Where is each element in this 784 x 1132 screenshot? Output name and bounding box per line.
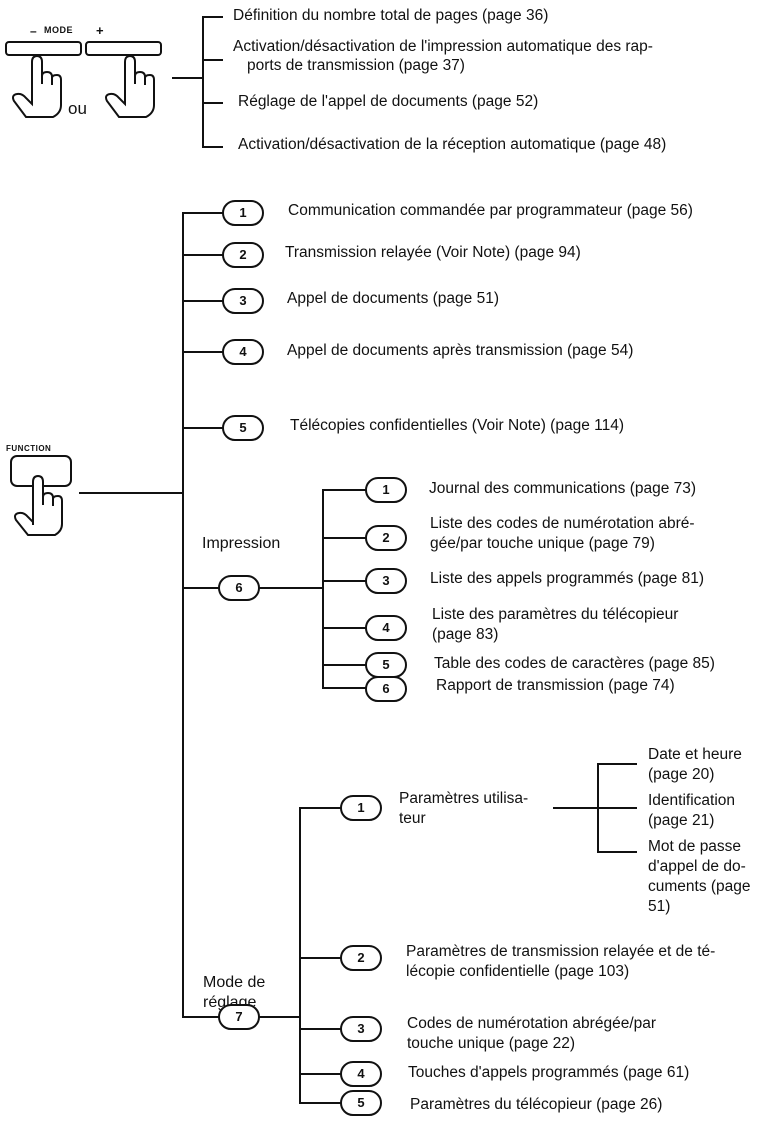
function-item-confidential-fax: Télécopies confidentielles (Voir Note) (…	[290, 416, 624, 436]
function-key-illustration	[11, 456, 71, 535]
user-param-password-line3: cuments (page	[648, 877, 751, 897]
function-number-4: 4	[222, 339, 264, 365]
function-item-polling-after-tx: Appel de documents après transmission (p…	[287, 341, 633, 361]
mode-item-auto-reception: Activation/désactivation de la réception…	[238, 135, 666, 155]
function-number-2: 2	[222, 242, 264, 268]
mode-item-polling-setting: Réglage de l'appel de documents (page 52…	[238, 92, 538, 112]
function-item-timer-communication: Communication commandée par programmateu…	[288, 201, 693, 221]
mode-plus-label: +	[96, 23, 104, 38]
reglage-number-3: 3	[340, 1016, 382, 1042]
reglage-number-4: 4	[340, 1061, 382, 1087]
user-param-identification-line1: Identification	[648, 791, 735, 811]
impression-item-speed-dial-list-line1: Liste des codes de numérotation abré-	[430, 514, 695, 534]
impression-number-4: 4	[365, 615, 407, 641]
reglage-item-relay-params-line2: lécopie confidentielle (page 103)	[406, 962, 629, 982]
function-number-3: 3	[222, 288, 264, 314]
reglage-item-relay-params-line1: Paramètres de transmission relayée et de…	[406, 942, 715, 962]
function-item-polling: Appel de documents (page 51)	[287, 289, 499, 309]
mode-item-auto-report-line2: ports de transmission (page 37)	[247, 56, 465, 76]
mode-item-auto-report-line1: Activation/désactivation de l'impression…	[233, 37, 653, 57]
impression-item-fax-params-line2: (page 83)	[432, 625, 498, 645]
user-param-password-line1: Mot de passe	[648, 837, 741, 857]
reglage-item-user-params-line2: teur	[399, 809, 426, 829]
reglage-item-program-keys: Touches d'appels programmés (page 61)	[408, 1063, 689, 1083]
impression-item-tx-report: Rapport de transmission (page 74)	[436, 676, 675, 696]
function-number-7: 7	[218, 1004, 260, 1030]
impression-number-1: 1	[365, 477, 407, 503]
impression-number-3: 3	[365, 568, 407, 594]
reglage-number-2: 2	[340, 945, 382, 971]
user-param-identification-line2: (page 21)	[648, 811, 714, 831]
reglage-number-5: 5	[340, 1090, 382, 1116]
impression-item-char-codes: Table des codes de caractères (page 85)	[434, 654, 715, 674]
reglage-item-speed-dial-line1: Codes de numérotation abrégée/par	[407, 1014, 656, 1034]
impression-number-2: 2	[365, 525, 407, 551]
reglage-item-user-params-line1: Paramètres utilisa-	[399, 789, 528, 809]
impression-label: Impression	[202, 534, 280, 554]
reglage-label-line1: Mode de	[203, 973, 265, 993]
function-item-relay-transmission: Transmission relayée (Voir Note) (page 9…	[285, 243, 581, 263]
user-param-password-line4: 51)	[648, 897, 670, 917]
impression-number-5: 5	[365, 652, 407, 678]
function-number-6: 6	[218, 575, 260, 601]
impression-item-journal: Journal des communications (page 73)	[429, 479, 696, 499]
user-param-date-line1: Date et heure	[648, 745, 742, 765]
reglage-item-fax-params: Paramètres du télécopieur (page 26)	[410, 1095, 662, 1115]
function-number-1: 1	[222, 200, 264, 226]
function-key-label: FUNCTION	[6, 444, 51, 453]
reglage-number-1: 1	[340, 795, 382, 821]
impression-item-fax-params-line1: Liste des paramètres du télécopieur	[432, 605, 678, 625]
user-param-date-line2: (page 20)	[648, 765, 714, 785]
mode-key-label: MODE	[44, 25, 73, 35]
impression-number-6: 6	[365, 676, 407, 702]
reglage-item-speed-dial-line2: touche unique (page 22)	[407, 1034, 575, 1054]
impression-item-speed-dial-list-line2: gée/par touche unique (page 79)	[430, 534, 655, 554]
user-param-password-line2: d'appel de do-	[648, 857, 746, 877]
or-label: ou	[68, 99, 87, 119]
function-number-5: 5	[222, 415, 264, 441]
mode-item-total-pages: Définition du nombre total de pages (pag…	[233, 6, 548, 26]
mode-minus-label: –	[30, 24, 37, 38]
impression-item-program-list: Liste des appels programmés (page 81)	[430, 569, 704, 589]
